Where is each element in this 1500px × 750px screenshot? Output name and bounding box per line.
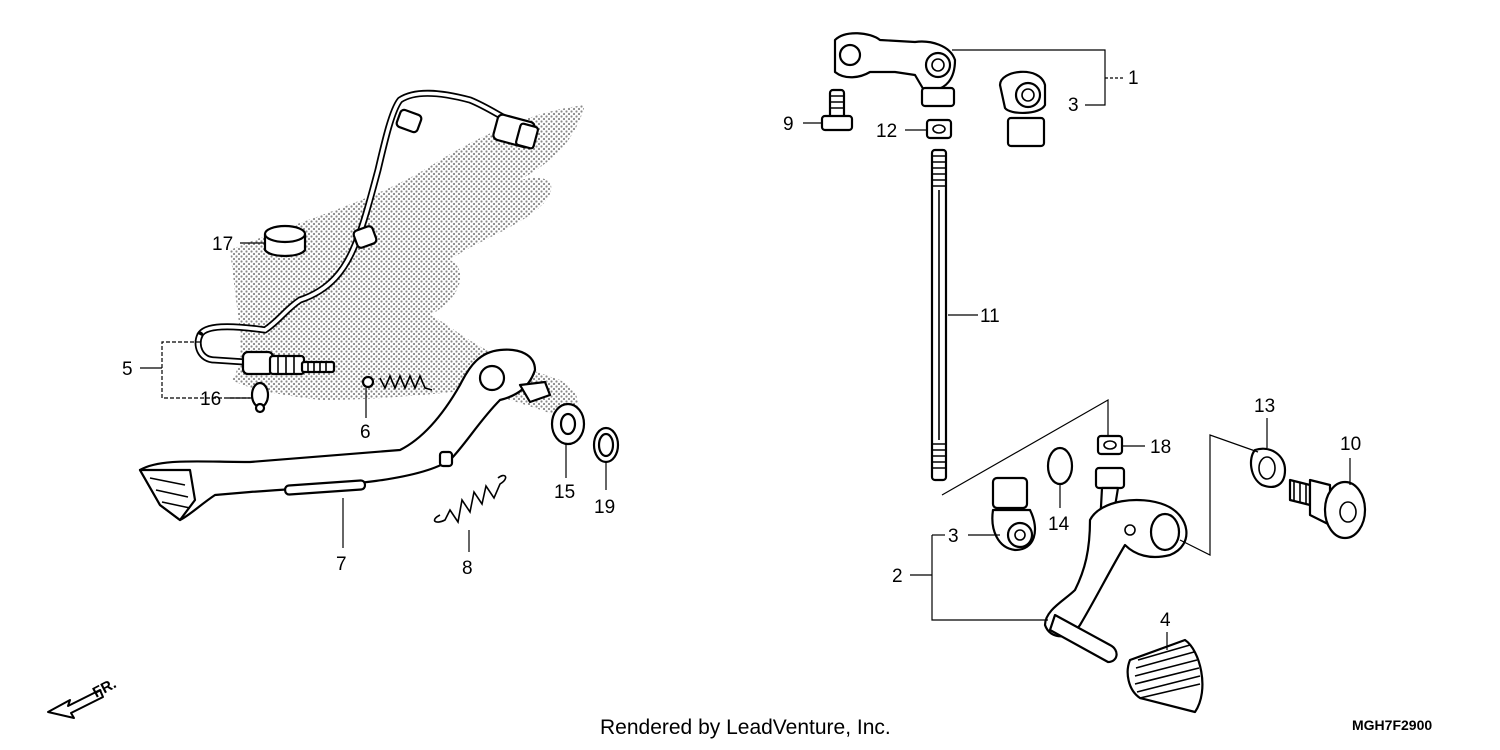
- brake-switch-assembly: [194, 89, 539, 376]
- callout-11: 11: [980, 306, 1000, 327]
- spring-6: [361, 373, 433, 391]
- callout-3-top: 3: [1068, 95, 1079, 116]
- brake-pedal-7: [138, 348, 552, 522]
- callout-17: 17: [212, 234, 233, 255]
- callout-6: 6: [360, 422, 371, 443]
- rod-end-3-lower: [991, 476, 1037, 552]
- shift-rod-11: [930, 148, 948, 482]
- callout-18: 18: [1150, 437, 1171, 458]
- spring-8: [433, 474, 507, 525]
- callout-8: 8: [462, 558, 473, 579]
- front-arrow-icon: FR.: [47, 675, 119, 719]
- callout-9: 9: [783, 114, 794, 135]
- band-17: [263, 224, 307, 258]
- clip-16: [250, 381, 270, 414]
- callout-7: 7: [336, 554, 347, 575]
- nut-12: [925, 118, 953, 140]
- shift-pedal-arm-2: [1043, 466, 1188, 664]
- callout-12: 12: [876, 121, 897, 142]
- callout-5: 5: [122, 359, 133, 380]
- wing-shading: [230, 105, 585, 420]
- callout-15: 15: [554, 482, 575, 503]
- callout-labels: 1 3 9 12 11 13 10 18 14 3 2 4 17 5 16 6 …: [122, 68, 1361, 631]
- washer-14: [1046, 446, 1074, 486]
- callout-2: 2: [892, 566, 903, 587]
- washer-13: [1249, 447, 1287, 488]
- callout-16: 16: [200, 389, 221, 410]
- callout-19: 19: [594, 497, 615, 518]
- circlip-19: [592, 426, 620, 464]
- callout-3-lower: 3: [948, 526, 959, 547]
- callout-10: 10: [1340, 434, 1361, 455]
- pivot-bolt-10: [1288, 478, 1367, 540]
- washer-15: [550, 402, 586, 446]
- leader-lines: [140, 49, 1351, 650]
- shift-rubber-4: [1126, 638, 1204, 714]
- nut-18: [1096, 434, 1124, 456]
- bolt-9: [820, 88, 854, 132]
- footer-credit: Rendered by LeadVenture, Inc.: [600, 716, 891, 739]
- callout-13: 13: [1254, 396, 1275, 417]
- callout-14: 14: [1048, 514, 1070, 535]
- diagram-code: MGH7F2900: [1352, 717, 1432, 733]
- rod-end-3-top: [998, 70, 1047, 148]
- callout-4: 4: [1160, 610, 1171, 631]
- callout-1: 1: [1128, 68, 1139, 89]
- gearshift-arm-1: [833, 32, 957, 108]
